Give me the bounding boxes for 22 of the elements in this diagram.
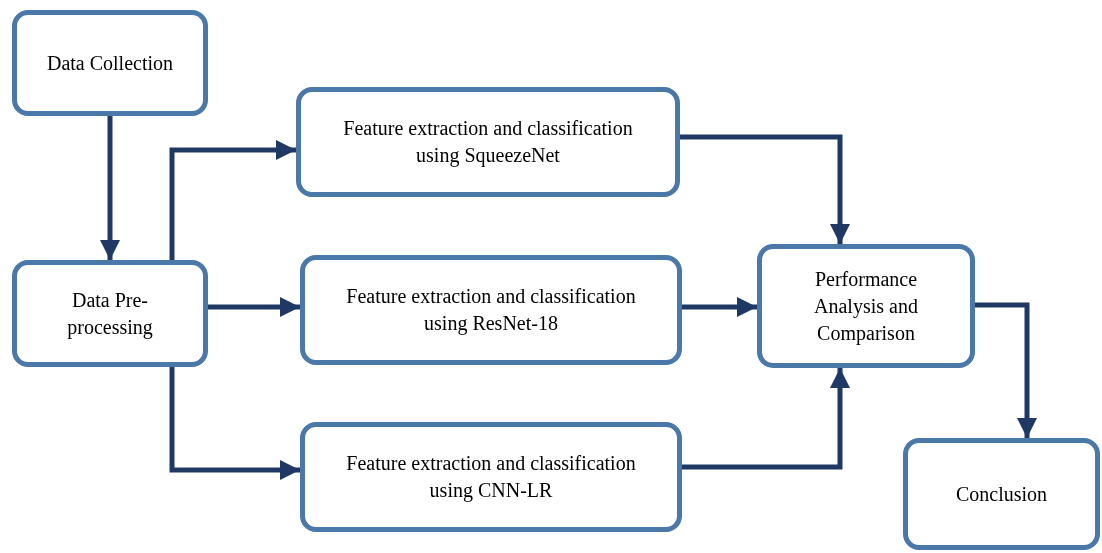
box-label: Feature extraction and classification using ResNet-18 [345, 284, 637, 337]
process-box [903, 438, 1100, 550]
arrow [680, 134, 850, 244]
process-box [12, 260, 208, 367]
process-box [757, 244, 975, 368]
arrow [169, 367, 300, 480]
process-box [300, 422, 682, 532]
arrow [169, 140, 296, 260]
arrow [208, 297, 300, 317]
box-label: Feature extraction and classification using SqueezeNet [342, 116, 634, 169]
box-label: Performance Analysis and Comparison [813, 266, 919, 347]
box-label: Feature extraction and classification using CNN-LR [345, 451, 637, 504]
arrow [975, 302, 1037, 438]
box-label: Conclusion [955, 481, 1048, 507]
arrow [100, 116, 120, 260]
process-box [300, 255, 682, 365]
process-box [12, 10, 208, 116]
box-label: Data Collection [46, 50, 174, 76]
arrow [682, 368, 850, 470]
box-label: Data Pre-processing [66, 287, 154, 341]
process-box [296, 87, 680, 197]
arrow [682, 297, 757, 317]
